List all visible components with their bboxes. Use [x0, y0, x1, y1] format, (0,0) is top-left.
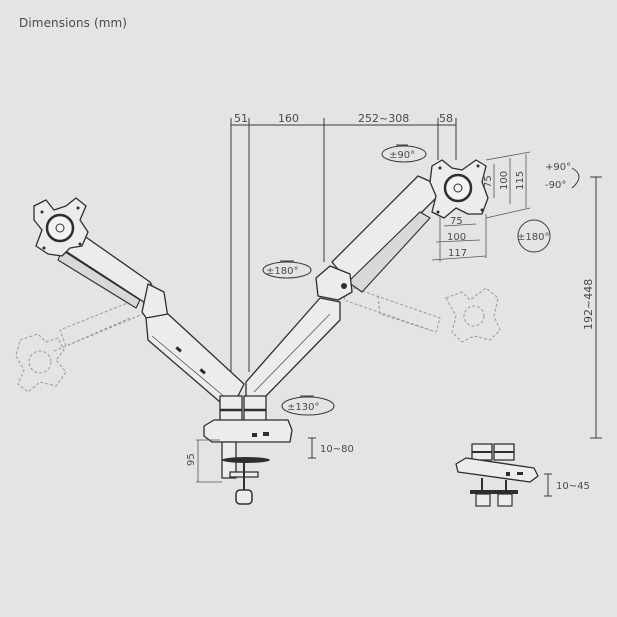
rotation-badge-base: ±130° [281, 395, 335, 416]
rotation-badge-head: ±90° [381, 144, 427, 163]
right-ghost-arm [343, 285, 501, 343]
clamp-height-dimension [196, 439, 222, 483]
desk-thickness-grommet [544, 473, 552, 497]
desk-thickness-clamp [308, 437, 316, 459]
top-dimension-lines [230, 118, 457, 372]
left-ghost-arm [15, 297, 149, 393]
vesa-h-117: 117 [448, 248, 467, 259]
svg-text:±90°: ±90° [389, 150, 415, 161]
diagram-title: Dimensions (mm) [19, 16, 128, 30]
tilt-indicator: +90° -90° [545, 162, 580, 191]
dim-10-45: 10~45 [556, 481, 590, 492]
dim-95: 95 [186, 453, 197, 466]
dim-58: 58 [439, 112, 453, 125]
svg-text:±180°: ±180° [517, 232, 549, 243]
rotation-badge-elbow: ±180° [262, 260, 312, 279]
svg-text:±130°: ±130° [287, 402, 319, 413]
right-arm [245, 175, 437, 399]
vesa-v-115: 115 [515, 171, 526, 190]
vesa-v-100: 100 [499, 171, 510, 190]
dim-51: 51 [234, 112, 248, 125]
grommet-base [455, 443, 539, 507]
vesa-h-75: 75 [450, 216, 463, 227]
svg-text:-90°: -90° [545, 180, 566, 191]
vesa-dimension-lines [431, 151, 531, 262]
dim-160: 160 [278, 112, 299, 125]
dim-10-80: 10~80 [320, 444, 354, 455]
dim-192-448: 192~448 [582, 279, 595, 330]
vesa-h-100: 100 [447, 232, 466, 243]
clamp-base [203, 395, 293, 505]
left-vesa-plate [33, 197, 89, 257]
vesa-v-75: 75 [483, 175, 494, 188]
rotation-badge-180: ±180° [517, 219, 551, 253]
right-vesa-plate [429, 159, 489, 219]
left-arm [57, 225, 245, 403]
dim-252-308: 252~308 [358, 112, 409, 125]
pole-height-dimension [590, 176, 602, 439]
svg-text:±180°: ±180° [266, 266, 298, 277]
svg-text:+90°: +90° [545, 162, 571, 173]
